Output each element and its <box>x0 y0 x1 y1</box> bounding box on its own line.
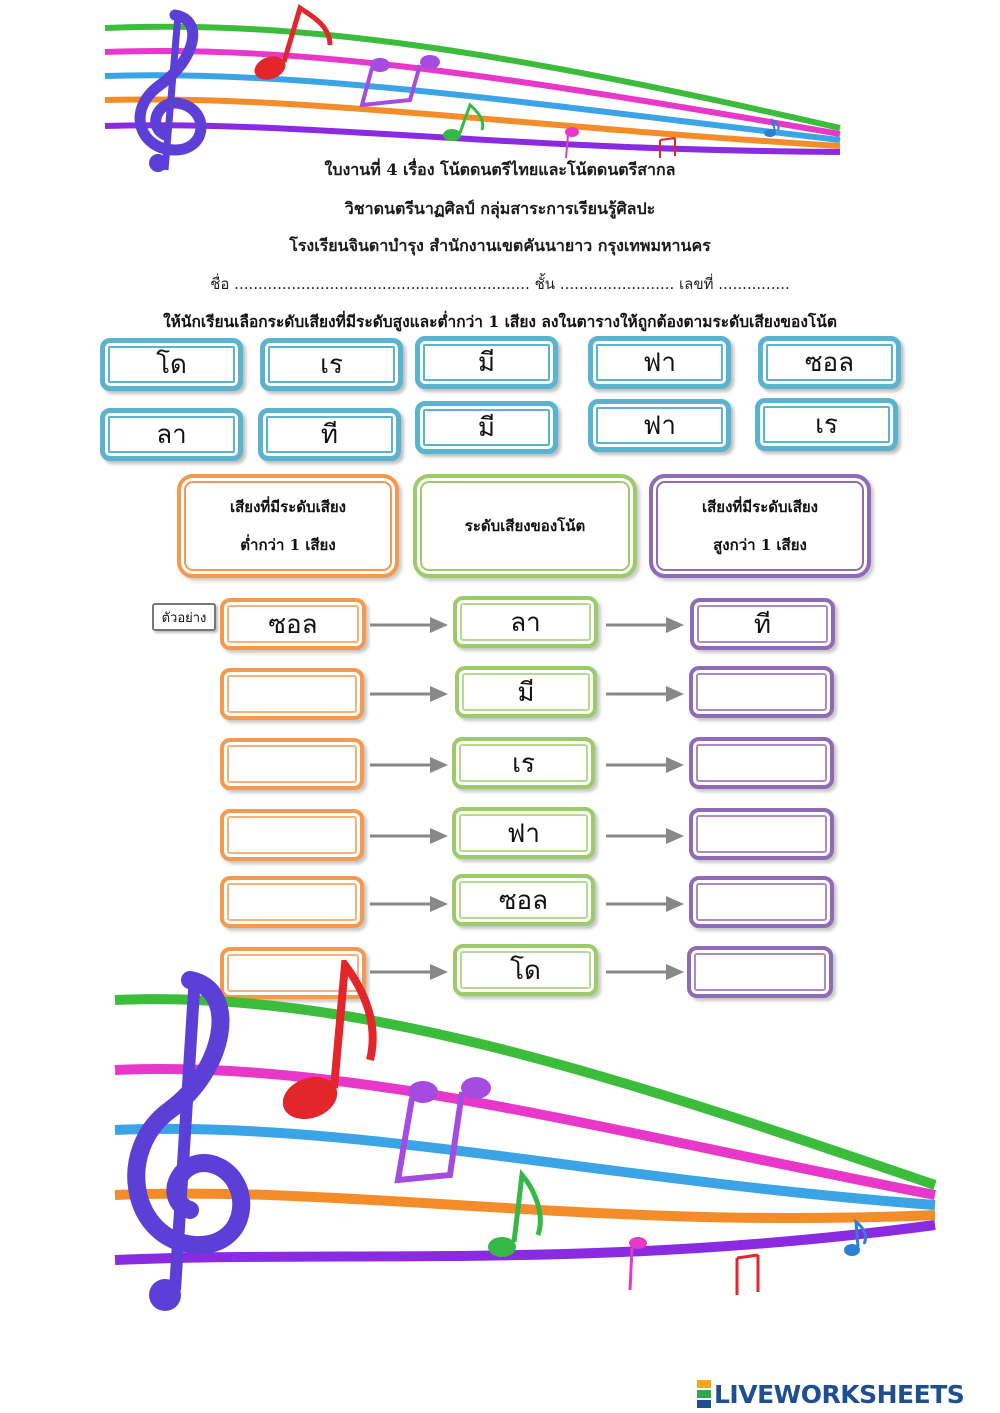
column-header-note: ระดับเสียงของโน้ต <box>413 474 637 578</box>
arrow-icon <box>370 896 448 912</box>
row-5-higher-drop[interactable] <box>687 946 833 998</box>
row-1-note-cell: มี <box>455 666 597 718</box>
subject-line: วิชาดนตรีนาฏศิลป์ กลุ่มสาระการเรียนรู้ศิ… <box>344 199 656 218</box>
arrow-icon <box>370 757 448 773</box>
brand-name: LIVEWORKSHEETS <box>714 1379 965 1409</box>
choice-re[interactable]: เร <box>260 338 403 391</box>
row-3-higher-drop[interactable] <box>689 808 834 860</box>
row-0-higher-cell: ที <box>690 598 835 650</box>
row-2-note-cell: เร <box>452 737 595 789</box>
choice-ti[interactable]: ที <box>258 408 401 461</box>
small-notes-icon <box>628 1218 868 1295</box>
row-3-lower-drop[interactable] <box>220 809 364 861</box>
green-note-icon <box>443 102 485 141</box>
arrow-icon <box>370 964 448 980</box>
choice-fa[interactable]: ฟา <box>588 336 731 389</box>
student-info-line: ชื่อ ...................................… <box>0 272 1000 296</box>
row-4-higher-drop[interactable] <box>689 876 834 928</box>
row-3-note-cell: ฟา <box>452 807 595 859</box>
name-field[interactable]: ........................................… <box>234 275 530 293</box>
red-note-icon <box>282 960 377 1120</box>
class-label: ชั้น <box>534 275 556 293</box>
choice-mi[interactable]: มี <box>415 336 558 389</box>
green-note-icon <box>488 1169 543 1257</box>
purple-notes-icon <box>394 1077 491 1184</box>
name-label: ชื่อ <box>210 275 230 293</box>
column-header-higher: เสียงที่มีระดับเสียง สูงกว่า 1 เสียง <box>649 474 871 578</box>
arrow-icon <box>606 896 684 912</box>
row-4-note-cell: ซอล <box>452 874 595 926</box>
arrow-icon <box>370 617 448 633</box>
liveworksheets-logo-icon <box>697 1379 711 1409</box>
arrow-icon <box>606 964 684 980</box>
row-2-lower-drop[interactable] <box>220 738 364 790</box>
arrow-icon <box>606 828 684 844</box>
school-line: โรงเรียนจินดาบำรุง สำนักงานเขตคันนายาว ก… <box>289 236 711 255</box>
instruction-text: ให้นักเรียนเลือกระดับเสียงที่มีระดับสูงแ… <box>163 312 837 331</box>
small-notes-icon <box>565 118 780 159</box>
number-label: เลขที่ <box>679 275 714 293</box>
class-field[interactable]: ........................ <box>559 275 675 293</box>
row-5-note-cell: โด <box>453 944 598 996</box>
liveworksheets-logo: LIVEWORKSHEETS <box>697 1378 997 1410</box>
choice-mi-2[interactable]: มี <box>415 401 558 454</box>
choice-do[interactable]: โด <box>100 338 243 391</box>
row-0-note-cell: ลา <box>453 596 598 648</box>
choice-sol[interactable]: ซอล <box>758 336 901 389</box>
column-header-higher-line1: เสียงที่มีระดับเสียง <box>702 498 818 516</box>
arrow-icon <box>606 757 684 773</box>
arrow-icon <box>370 828 448 844</box>
treble-clef-icon <box>127 971 251 1311</box>
choice-fa-2[interactable]: ฟา <box>588 399 731 452</box>
arrow-icon <box>370 686 448 702</box>
row-0-lower-cell: ซอล <box>220 598 366 650</box>
row-4-lower-drop[interactable] <box>220 876 364 928</box>
music-staff-bottom-decoration <box>114 960 937 1311</box>
treble-clef-icon <box>134 9 207 172</box>
number-field[interactable]: ............... <box>718 275 790 293</box>
choice-re-2[interactable]: เร <box>755 398 898 451</box>
music-staff-top-decoration <box>104 3 841 172</box>
arrow-icon <box>606 617 684 633</box>
red-note-icon <box>254 3 333 80</box>
worksheet-title: ใบงานที่ 4 เรื่อง โน้ตดนตรีไทยและโน้ตดนต… <box>324 160 676 179</box>
purple-notes-icon <box>359 55 440 108</box>
column-header-lower-line1: เสียงที่มีระดับเสียง <box>230 498 346 516</box>
row-2-higher-drop[interactable] <box>689 737 834 789</box>
choice-la[interactable]: ลา <box>100 408 243 461</box>
row-1-lower-drop[interactable] <box>220 668 364 720</box>
column-header-higher-line2: สูงกว่า 1 เสียง <box>713 536 807 554</box>
column-header-lower-line2: ต่ำกว่า 1 เสียง <box>240 536 336 554</box>
example-tag: ตัวอย่าง <box>152 603 216 631</box>
row-1-higher-drop[interactable] <box>689 666 834 718</box>
arrow-icon <box>606 686 684 702</box>
column-header-lower: เสียงที่มีระดับเสียง ต่ำกว่า 1 เสียง <box>177 474 399 578</box>
